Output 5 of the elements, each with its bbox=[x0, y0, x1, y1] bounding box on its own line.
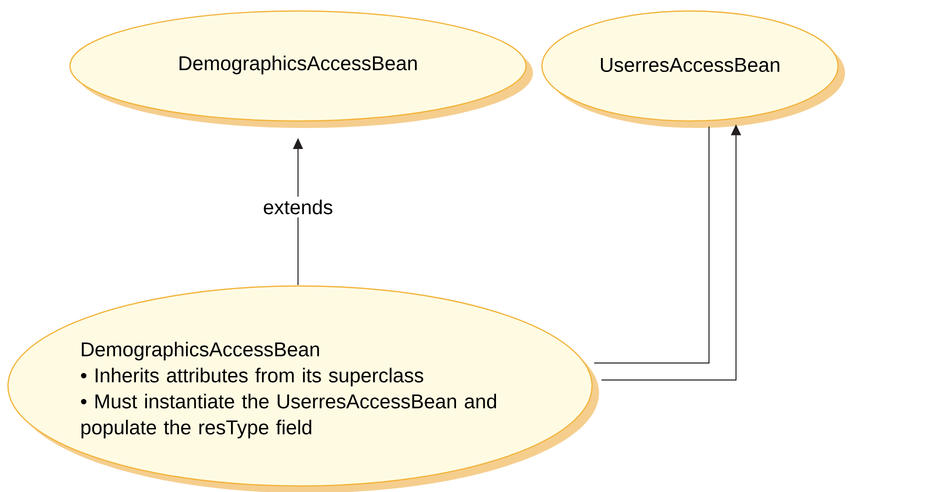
ellipse-node: DemographicsAccessBean bbox=[69, 10, 533, 128]
ellipse-node: UserresAccessBean bbox=[541, 10, 845, 128]
edge-label: extends bbox=[260, 196, 336, 218]
ellipse-node: DemographicsAccessBean • Inherits attributes from its superclass • Must instantiate the UserresAccessBean and populate the resType field bbox=[7, 285, 599, 492]
connector-line bbox=[594, 126, 710, 364]
